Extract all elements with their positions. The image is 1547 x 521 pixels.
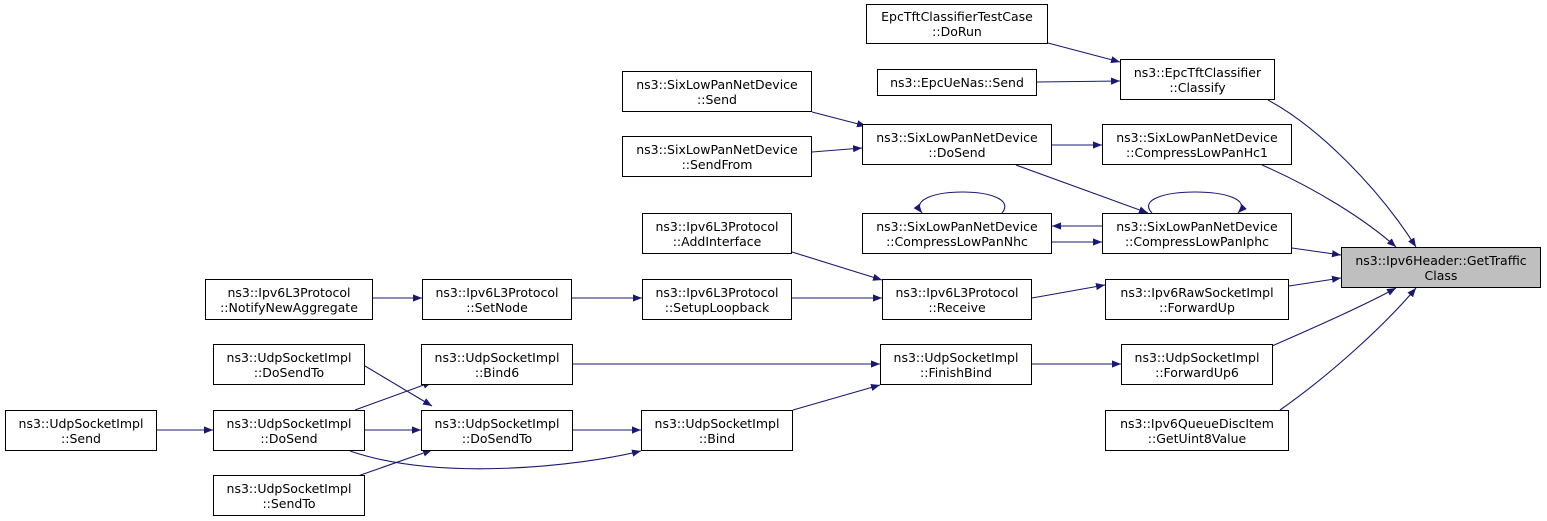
call-edge — [354, 381, 433, 411]
node-slp-nhc[interactable]: ns3::SixLowPanNetDevice::CompressLowPanN… — [862, 213, 1052, 254]
call-edge — [811, 145, 863, 153]
node-label: ::CompressLowPanNhc — [886, 233, 1028, 249]
node-epc-test[interactable]: EpcTftClassifierTestCase::DoRun — [866, 4, 1048, 44]
node-label: ns3::Ipv6L3Protocol — [435, 284, 559, 300]
node-label: ::AddInterface — [672, 233, 762, 249]
call-edge — [354, 449, 433, 478]
node-label: ns3::UdpSocketImpl — [18, 415, 144, 431]
node-label: ns3::UdpSocketImpl — [226, 415, 352, 431]
node-raw-forwardup[interactable]: ns3::Ipv6RawSocketImpl::ForwardUp — [1105, 279, 1289, 320]
node-label: ns3::Ipv6Header::GetTraffic — [1355, 252, 1527, 268]
node-epc-classify[interactable]: ns3::EpcTftClassifier::Classify — [1120, 59, 1275, 100]
call-edge — [349, 449, 642, 470]
node-udp-finishbind[interactable]: ns3::UdpSocketImpl::FinishBind — [880, 344, 1032, 385]
call-edge — [811, 111, 867, 128]
call-edge — [1031, 283, 1106, 299]
node-label: ns3::SixLowPanNetDevice — [1116, 218, 1278, 234]
node-label: ::DoSendTo — [461, 430, 533, 446]
node-label: ::DoRun — [932, 24, 982, 39]
node-label: ns3::UdpSocketImpl — [226, 480, 352, 496]
node-label: ns3::SixLowPanNetDevice — [1116, 129, 1278, 145]
call-edge — [1036, 77, 1121, 85]
node-label: ns3::EpcUeNas::Send — [890, 75, 1024, 90]
node-label: ::SetupLoopback — [664, 299, 770, 315]
node-label: ns3::Ipv6L3Protocol — [655, 284, 779, 300]
node-label: ::Bind6 — [474, 364, 520, 380]
call-edge — [364, 365, 433, 407]
node-slp-dosend[interactable]: ns3::SixLowPanNetDevice::DoSend — [862, 124, 1052, 165]
call-edge — [1261, 164, 1397, 248]
node-label: ns3::UdpSocketImpl — [434, 349, 560, 365]
node-udp-send[interactable]: ns3::UdpSocketImpl::Send — [5, 410, 157, 451]
node-label: EpcTftClassifierTestCase — [881, 9, 1033, 24]
node-label: ::NotifyNewAggregate — [220, 299, 358, 315]
node-label: ns3::Ipv6L3Protocol — [227, 284, 351, 300]
node-label: ::DoSend — [260, 430, 318, 446]
call-edge — [792, 384, 881, 411]
node-label: ::CompressLowPanIphc — [1124, 233, 1270, 249]
node-label: ns3::Ipv6L3Protocol — [895, 284, 1019, 300]
node-slp-hc1[interactable]: ns3::SixLowPanNetDevice::CompressLowPanH… — [1102, 124, 1292, 165]
node-label: ::SendFrom — [681, 156, 753, 172]
node-label: ns3::SixLowPanNetDevice — [876, 218, 1038, 234]
node-label: ns3::Ipv6L3Protocol — [655, 218, 779, 234]
node-label: ns3::Ipv6RawSocketImpl — [1120, 284, 1274, 300]
node-label: ns3::UdpSocketImpl — [1134, 349, 1260, 365]
node-label: ::Send — [61, 430, 101, 446]
node-label: ::Receive — [928, 299, 986, 315]
node-label: ::SendTo — [262, 495, 316, 511]
node-udp-dosend[interactable]: ns3::UdpSocketImpl::DoSend — [213, 410, 365, 451]
node-label: ns3::Ipv6QueueDiscItem — [1120, 415, 1274, 431]
node-label: ::ForwardUp6 — [1155, 364, 1239, 380]
node-label: ns3::UdpSocketImpl — [226, 349, 352, 365]
call-edge — [1291, 247, 1342, 258]
node-label: ::DoSendTo — [253, 364, 325, 380]
node-label: ::Bind — [698, 430, 736, 446]
node-label: ns3::SixLowPanNetDevice — [636, 76, 798, 92]
node-label: ::GetUint8Value — [1147, 430, 1247, 446]
node-label: ::CompressLowPanHc1 — [1126, 144, 1268, 160]
call-edge — [791, 251, 883, 281]
call-edge — [1288, 275, 1342, 287]
node-label: ns3::UdpSocketImpl — [654, 415, 780, 431]
node-udp-bind[interactable]: ns3::UdpSocketImpl::Bind — [641, 410, 793, 451]
node-label: ns3::UdpSocketImpl — [434, 415, 560, 431]
node-l3-receive[interactable]: ns3::Ipv6L3Protocol::Receive — [882, 279, 1032, 320]
node-slp-iphc[interactable]: ns3::SixLowPanNetDevice::CompressLowPanI… — [1102, 213, 1292, 254]
node-l3-addinterface[interactable]: ns3::Ipv6L3Protocol::AddInterface — [642, 213, 792, 254]
node-slp-send[interactable]: ns3::SixLowPanNetDevice::Send — [622, 71, 812, 112]
node-label: ns3::SixLowPanNetDevice — [876, 129, 1038, 145]
call-edge — [1148, 191, 1247, 214]
call-edge — [1279, 287, 1417, 411]
node-udp-sendto[interactable]: ns3::UdpSocketImpl::SendTo — [213, 475, 365, 516]
call-edge — [1015, 164, 1149, 214]
node-epcue-send[interactable]: ns3::EpcUeNas::Send — [877, 69, 1037, 96]
node-queue-getuint8value[interactable]: ns3::Ipv6QueueDiscItem::GetUint8Value — [1105, 410, 1289, 451]
node-label: ::FinishBind — [920, 364, 992, 380]
node-label: Class — [1424, 267, 1458, 283]
node-l3-setnode[interactable]: ns3::Ipv6L3Protocol::SetNode — [422, 279, 572, 320]
node-l3-setuploopback[interactable]: ns3::Ipv6L3Protocol::SetupLoopback — [642, 279, 792, 320]
node-slp-sendfrom[interactable]: ns3::SixLowPanNetDevice::SendFrom — [622, 136, 812, 177]
node-label: ::SetNode — [466, 299, 528, 315]
call-edge — [913, 191, 1006, 214]
node-label: ns3::UdpSocketImpl — [893, 349, 1019, 365]
node-udp-dosendto-left[interactable]: ns3::UdpSocketImpl::DoSendTo — [213, 344, 365, 385]
call-edge — [1047, 42, 1121, 64]
node-label: ::DoSend — [928, 144, 986, 160]
node-udp-dosendto-mid[interactable]: ns3::UdpSocketImpl::DoSendTo — [421, 410, 573, 451]
node-label: ns3::EpcTftClassifier — [1133, 64, 1262, 80]
node-label: ::Classify — [1169, 79, 1226, 95]
node-udp-bind6[interactable]: ns3::UdpSocketImpl::Bind6 — [421, 344, 573, 385]
node-l3-notifynewaggregate[interactable]: ns3::Ipv6L3Protocol::NotifyNewAggregate — [205, 279, 373, 320]
call-edge — [1267, 99, 1417, 248]
node-label: ::ForwardUp — [1159, 299, 1235, 315]
node-udp-forwardup6[interactable]: ns3::UdpSocketImpl::ForwardUp6 — [1121, 344, 1273, 385]
call-edge — [1271, 287, 1397, 347]
node-label: ns3::SixLowPanNetDevice — [636, 141, 798, 157]
node-label: ::Send — [697, 91, 737, 107]
